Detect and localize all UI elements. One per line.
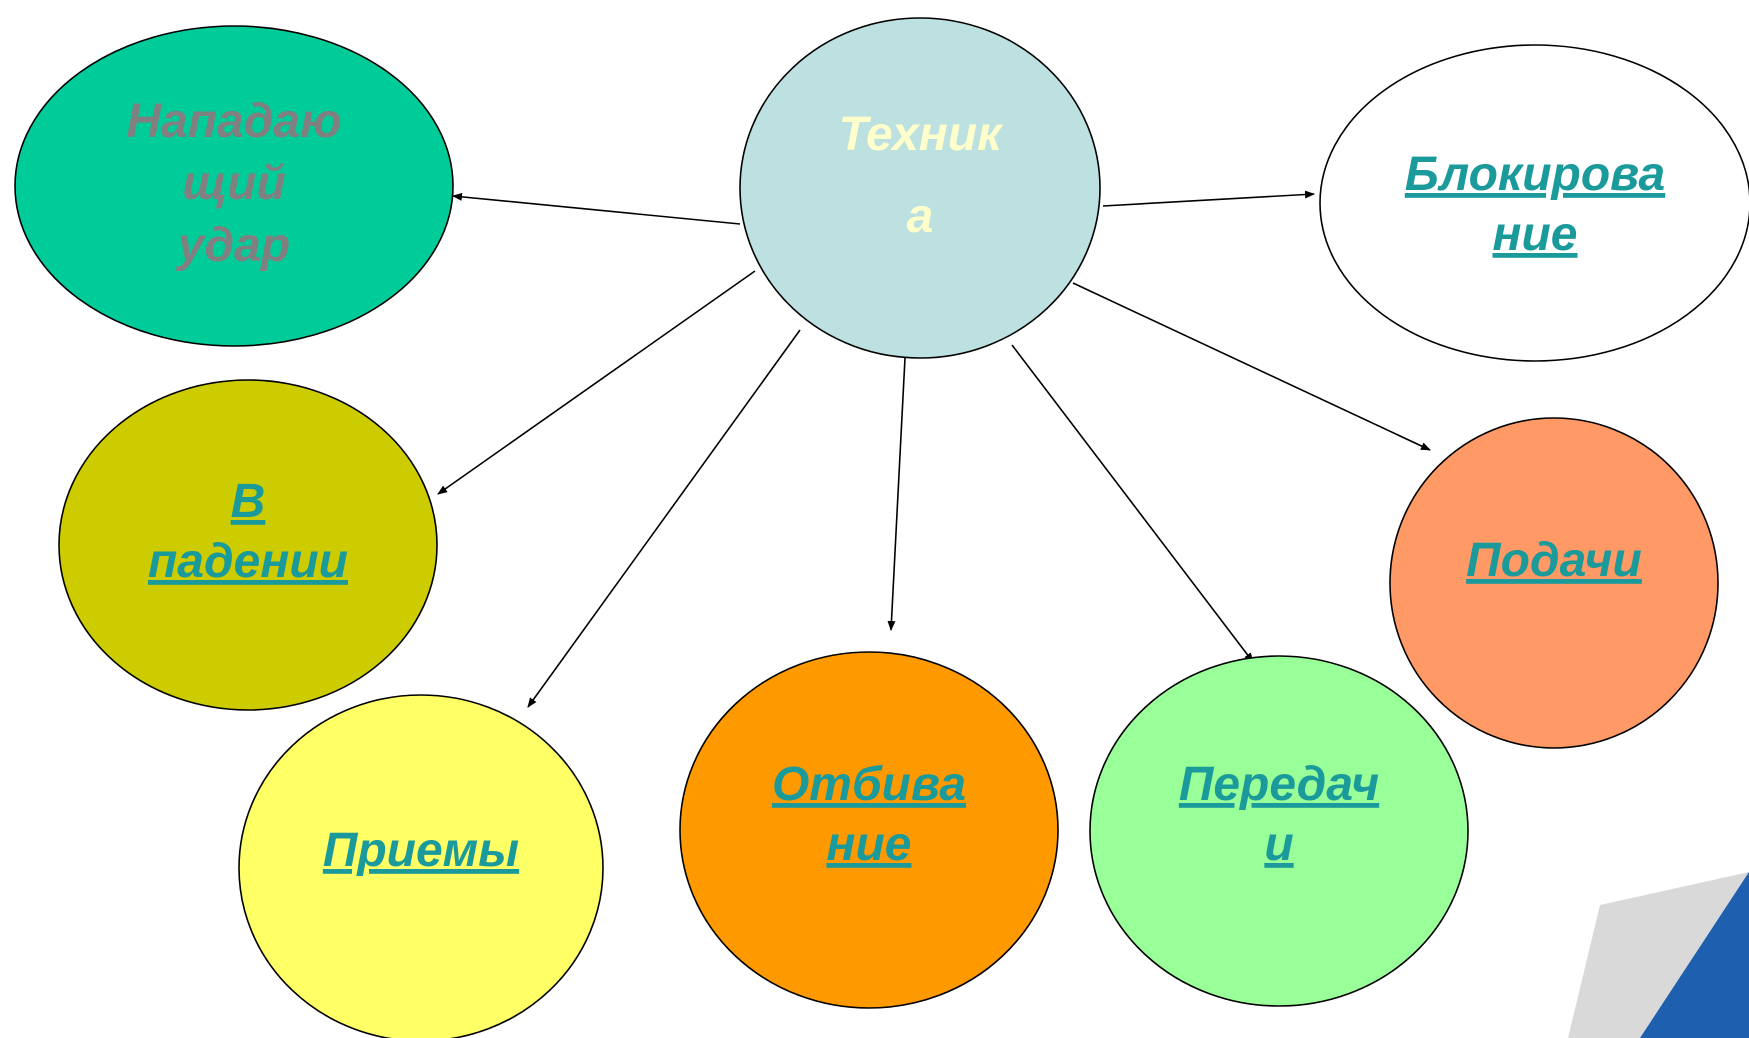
node-peredachi-label-line[interactable]: Передач [1179,758,1379,811]
node-napadayushchiy-udar-ellipse [14,25,454,347]
node-otbivanie[interactable]: Отбива ние [679,651,1059,1009]
node-napadayushchiy-udar-label-line: удар [176,219,290,272]
connector-arrows [437,190,1431,708]
node-blokirovanie-ellipse [1319,44,1749,362]
node-blokirovanie-label-line[interactable]: ние [1492,208,1577,261]
node-napadayushchiy-udar: Нападаю щий удар [14,25,454,347]
node-otbivanie-ellipse [679,651,1059,1009]
node-peredachi-ellipse [1089,655,1469,1007]
node-priemy-ellipse [238,694,604,1038]
center-node-tekhnika-ellipse [739,17,1101,359]
arrow-to-blokirovanie [1102,190,1315,207]
arrow-to-priemy [527,329,801,708]
node-v-padenii-label-line[interactable]: падении [148,535,348,588]
node-podachi[interactable]: Подачи [1389,417,1719,749]
arrow-to-v-padenii [437,270,756,495]
center-node-tekhnika: Техник а [739,17,1101,359]
center-node-tekhnika-label-line: а [907,190,934,243]
arrow-to-podachi [1072,282,1431,451]
node-napadayushchiy-udar-label-line: щий [182,157,286,210]
node-peredachi-label-line[interactable]: и [1264,818,1293,871]
node-priemy[interactable]: Приемы [238,694,604,1038]
node-peredachi[interactable]: Передач и [1089,655,1469,1007]
node-podachi-label-line[interactable]: Подачи [1466,534,1642,587]
arrow-to-otbivanie [887,357,906,631]
node-priemy-label-line[interactable]: Приемы [323,824,519,877]
node-blokirovanie-label-line[interactable]: Блокирова [1405,148,1665,201]
arrow-to-napadayushchiy-udar [452,192,741,225]
node-v-padenii-ellipse [58,379,438,711]
node-napadayushchiy-udar-label-line: Нападаю [126,95,341,148]
corner-decoration [1568,872,1749,1038]
center-node-tekhnika-label-line: Техник [839,108,1005,161]
node-otbivanie-label-line[interactable]: Отбива [772,758,966,811]
node-v-padenii-label-line[interactable]: В [231,475,266,528]
node-blokirovanie[interactable]: Блокирова ние [1319,44,1749,362]
node-otbivanie-label-line[interactable]: ние [826,818,911,871]
corner-blue-shape [1640,872,1749,1038]
node-podachi-ellipse [1389,417,1719,749]
arrow-to-peredachi [1011,344,1254,663]
